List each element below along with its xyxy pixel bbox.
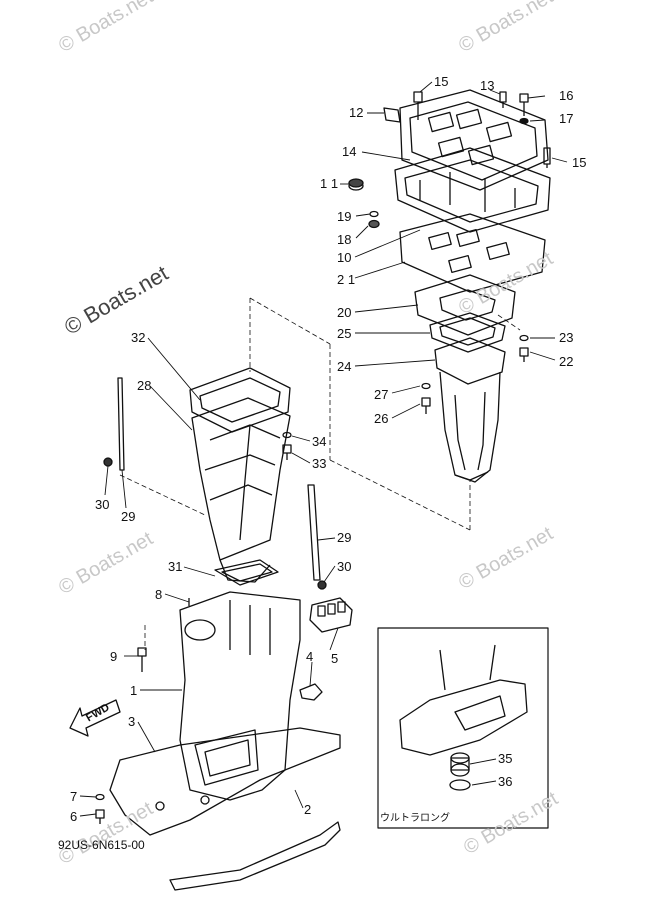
callout-30[interactable]: 30 — [337, 559, 352, 574]
callout-35[interactable]: 35 — [498, 751, 513, 766]
bolts-washers-upper — [348, 91, 551, 414]
callout-9[interactable]: 9 — [110, 649, 118, 664]
callout-21[interactable]: 2 1 — [337, 272, 356, 287]
drive-shaft-housing — [179, 591, 301, 801]
exhaust-gasket — [399, 213, 546, 293]
callout-27[interactable]: 27 — [374, 387, 389, 402]
exhaust-manifold — [414, 274, 516, 353]
callout-29[interactable]: 29 — [337, 530, 352, 545]
callout-20[interactable]: 20 — [337, 305, 352, 320]
callout-18[interactable]: 18 — [337, 232, 352, 247]
water-inlet-grommet — [309, 597, 353, 633]
inset-label: ウルトラロング — [380, 813, 450, 824]
callout-15[interactable]: 15 — [572, 155, 587, 170]
cavitation-plate — [109, 727, 341, 891]
callout-19[interactable]: 19 — [337, 209, 352, 224]
callout-12[interactable]: 12 — [349, 105, 364, 120]
callout-5[interactable]: 5 — [331, 651, 339, 666]
callout-25[interactable]: 25 — [337, 326, 352, 341]
callout-7[interactable]: 7 — [70, 789, 78, 804]
callout-13[interactable]: 13 — [480, 78, 495, 93]
alignment-lines — [119, 297, 521, 650]
callout-16[interactable]: 16 — [559, 88, 574, 103]
leader-lines — [79, 81, 568, 817]
callout-17[interactable]: 17 — [559, 111, 574, 126]
callout-36[interactable]: 36 — [498, 774, 513, 789]
callout-22[interactable]: 22 — [559, 354, 574, 369]
anode — [299, 683, 323, 701]
seal-ring — [214, 559, 279, 586]
callout-33[interactable]: 33 — [312, 456, 327, 471]
upper-casing — [189, 367, 291, 583]
callout-28[interactable]: 28 — [137, 378, 152, 393]
ultra-long-inset — [377, 627, 549, 829]
callout-26[interactable]: 26 — [374, 411, 389, 426]
callout-10[interactable]: 10 — [337, 250, 352, 265]
rubber-seals — [103, 377, 327, 590]
fwd-arrow — [69, 699, 121, 737]
callout-32[interactable]: 32 — [131, 330, 146, 345]
upper-exhaust-plate — [394, 89, 551, 233]
callout-6[interactable]: 6 — [70, 809, 78, 824]
callout-29[interactable]: 29 — [121, 509, 136, 524]
callout-30[interactable]: 30 — [95, 497, 110, 512]
callout-3[interactable]: 3 — [128, 714, 136, 729]
callout-24[interactable]: 24 — [337, 359, 352, 374]
callout-4[interactable]: 4 — [306, 649, 314, 664]
callout-11[interactable]: 1 1 — [320, 176, 339, 191]
bolts-lower — [95, 598, 190, 824]
callout-14[interactable]: 14 — [342, 144, 357, 159]
callout-1[interactable]: 1 — [130, 683, 138, 698]
callout-34[interactable]: 34 — [312, 434, 327, 449]
callout-8[interactable]: 8 — [155, 587, 163, 602]
document-code: 92US-6N615-00 — [58, 838, 145, 852]
callout-2[interactable]: 2 — [304, 802, 312, 817]
callout-31[interactable]: 31 — [168, 559, 183, 574]
exhaust-guide — [434, 337, 506, 483]
callout-23[interactable]: 23 — [559, 330, 574, 345]
callout-15[interactable]: 15 — [434, 74, 449, 89]
